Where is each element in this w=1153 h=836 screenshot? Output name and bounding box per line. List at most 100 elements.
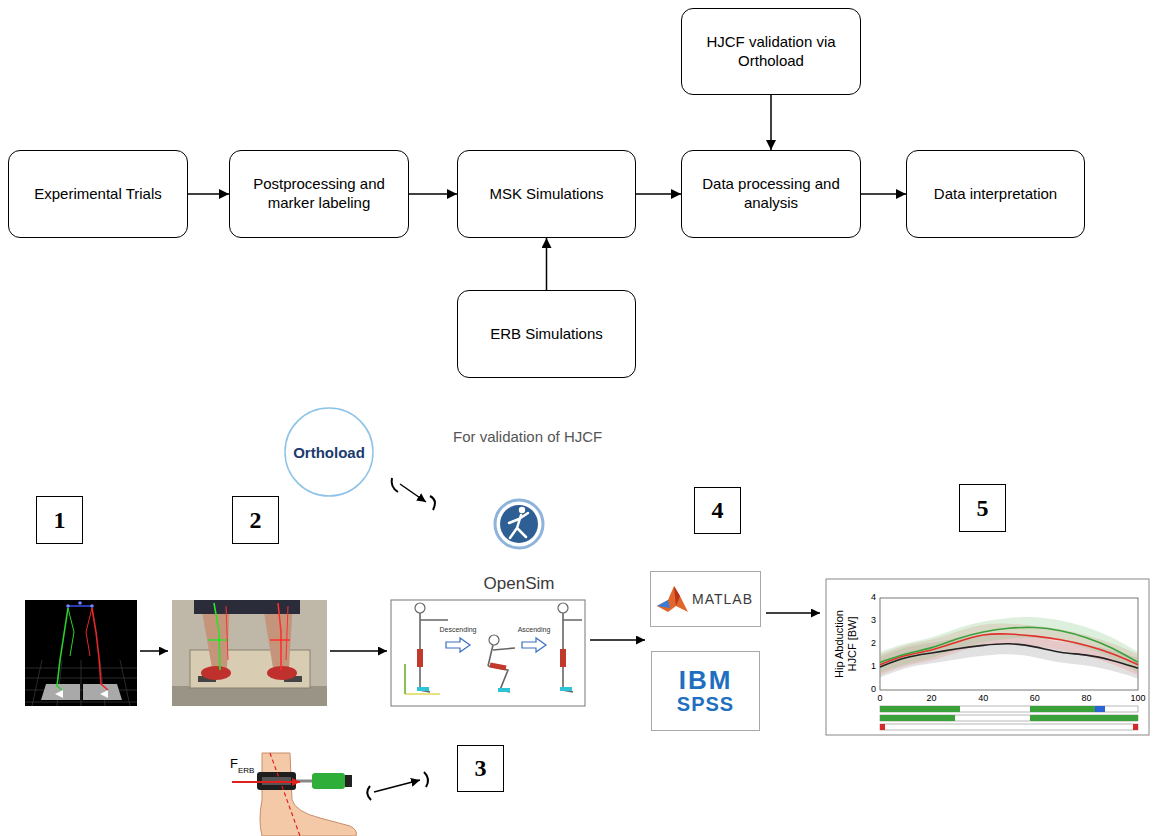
text-group: 1 xyxy=(54,507,66,534)
flow-arrow xyxy=(636,193,681,195)
motion-capture-view xyxy=(41,684,80,700)
motion-capture-view xyxy=(55,690,63,698)
marker-photo xyxy=(226,606,288,660)
axis-tick: 80 xyxy=(1081,693,1091,703)
step-number: 5 xyxy=(959,484,1006,532)
node-text: Orthoload xyxy=(293,444,365,461)
squat-simulation xyxy=(417,687,429,691)
input-bracket xyxy=(367,786,371,800)
circle-outline xyxy=(285,408,373,496)
marker-photo xyxy=(172,686,327,706)
text-group: Experimental Trials xyxy=(34,185,162,204)
result-chart xyxy=(880,715,955,721)
axis-title: Hip Abduction HJCF [BW] xyxy=(833,602,858,686)
squat-simulation xyxy=(489,635,499,645)
pipeline-arrow xyxy=(140,650,168,652)
step-number: 2 xyxy=(232,496,279,544)
software-logo: IBMSPSS xyxy=(651,651,760,731)
squat-simulation xyxy=(417,649,423,667)
squat-simulation xyxy=(558,603,568,613)
chart-curve xyxy=(880,617,1138,678)
text-group: Data processing and analysis xyxy=(690,175,852,213)
node-text: Data interpretation xyxy=(934,185,1057,204)
motion-capture-view xyxy=(25,600,137,706)
node-text: IBM xyxy=(679,667,733,694)
ankle-illustration xyxy=(345,775,352,787)
node-text: 1 xyxy=(54,507,66,534)
software-logo: MATLAB xyxy=(650,571,761,627)
node-text: HJCF validation via Orthoload xyxy=(690,33,852,71)
input-bracket xyxy=(400,484,426,502)
motion-capture-view xyxy=(92,608,108,690)
axis-tick: 4 xyxy=(871,592,876,602)
motion-capture-view xyxy=(66,604,70,608)
chart-band xyxy=(880,617,1138,673)
result-chart xyxy=(880,724,885,730)
node-text: Data processing and analysis xyxy=(690,175,852,213)
process-box: HJCF validation via Orthoload xyxy=(681,8,861,95)
motion-capture-view xyxy=(25,600,137,706)
squat-simulation xyxy=(391,600,585,706)
motion-capture-view xyxy=(68,605,92,606)
pipeline-arrow xyxy=(766,612,820,614)
axis-tick: 2 xyxy=(871,638,876,648)
motion-capture-view xyxy=(25,660,137,706)
text-group: 3 xyxy=(475,755,487,782)
text-group: 4 xyxy=(712,497,724,524)
ankle-illustration xyxy=(257,772,296,790)
motion-capture-view xyxy=(90,604,94,608)
process-box: Data interpretation xyxy=(906,150,1085,238)
text-group: Data interpretation xyxy=(934,185,1057,204)
ankle-illustration xyxy=(262,777,291,785)
motion-capture-view xyxy=(86,608,92,656)
flow-arrow xyxy=(409,193,457,195)
step-number: 1 xyxy=(36,496,83,544)
flow-arrow xyxy=(861,193,906,195)
squat-simulation xyxy=(560,649,566,667)
motion-capture-view xyxy=(100,690,108,698)
axis-tick: 0 xyxy=(877,693,882,703)
squat-simulation xyxy=(498,688,510,692)
squat-simulation xyxy=(415,603,425,613)
node-text: MATLAB xyxy=(692,591,753,607)
opensim-logo xyxy=(500,505,538,543)
result-chart xyxy=(880,724,1138,730)
result-chart xyxy=(826,579,1149,735)
opensim-logo xyxy=(509,513,528,538)
text-group: HJCF validation via Orthoload xyxy=(690,33,852,71)
result-chart xyxy=(1030,715,1138,721)
process-box: Data processing and analysis xyxy=(681,150,861,238)
input-bracket xyxy=(374,780,420,792)
process-box: ERB Simulations xyxy=(457,290,636,378)
result-chart xyxy=(1133,724,1138,730)
motion-capture-view xyxy=(78,601,82,605)
text-group: Orthoload xyxy=(293,444,365,461)
input-bracket xyxy=(392,478,398,492)
motion-capture-view xyxy=(68,608,74,656)
motion-capture-view xyxy=(57,608,68,690)
squat-simulation xyxy=(488,645,515,692)
text-group: Postprocessing and marker labeling xyxy=(238,175,400,213)
step-number: 4 xyxy=(694,487,741,534)
result-chart xyxy=(880,706,960,712)
input-bracket xyxy=(424,772,428,787)
process-box: MSK Simulations xyxy=(457,150,636,238)
ankle-illustration xyxy=(260,753,356,836)
opensim-logo xyxy=(495,500,543,548)
node-text: 4 xyxy=(712,497,724,524)
text-group: 2 xyxy=(250,507,262,534)
text-group: 5 xyxy=(977,495,989,522)
matlab-icon xyxy=(657,600,670,608)
chart-line xyxy=(880,644,1138,668)
flow-arrow xyxy=(188,193,229,195)
axis-tick: 3 xyxy=(871,615,876,625)
axis-tick: 40 xyxy=(978,693,988,703)
pipeline-arrow xyxy=(330,650,387,652)
squat-simulation xyxy=(446,638,470,652)
squat-simulation xyxy=(560,687,572,691)
force-subscript: ERB xyxy=(238,766,254,775)
axis-tick: 100 xyxy=(1130,693,1145,703)
logo-wordmark: OpenSim xyxy=(484,574,555,594)
flow-arrow xyxy=(770,95,772,150)
